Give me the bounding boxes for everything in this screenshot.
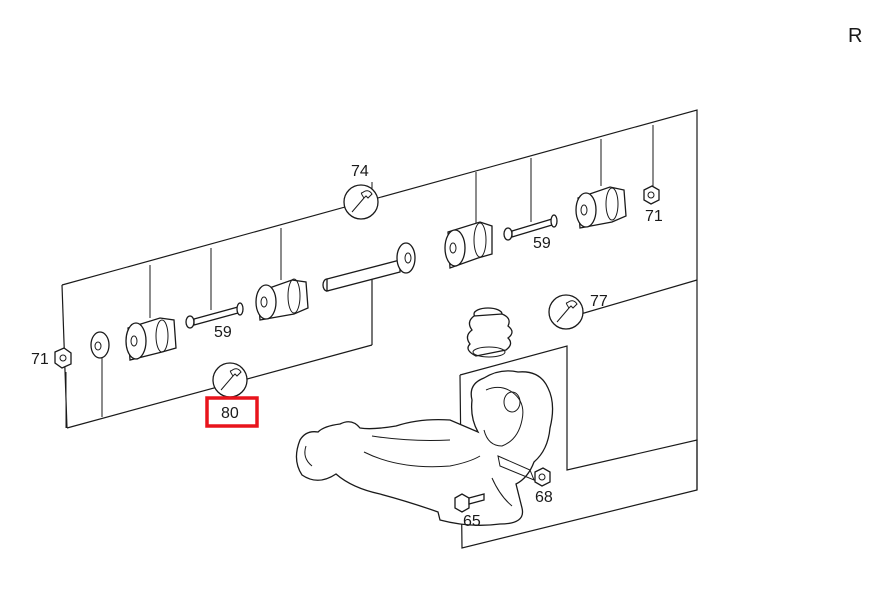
callout-80[interactable]: 80 (221, 405, 239, 422)
control-arm (295, 370, 554, 526)
lower-frame (459, 345, 698, 549)
bolt-59-top (503, 214, 558, 241)
torque-wrench-icon-80 (212, 362, 248, 398)
bushing-right (575, 186, 627, 229)
bolt-65 (454, 493, 485, 513)
bushing-right-centre (444, 221, 493, 269)
torque-wrench-icon-77 (548, 294, 584, 330)
shaft-sleeve (322, 242, 416, 292)
callout-59-left[interactable]: 59 (214, 324, 232, 341)
bushing-left (125, 317, 177, 361)
callout-59-top[interactable]: 59 (533, 235, 551, 252)
callout-68[interactable]: 68 (535, 489, 553, 506)
callout-77[interactable]: 77 (590, 293, 608, 310)
dust-boot (466, 307, 513, 358)
frame-right-link (566, 279, 698, 319)
upper-frame (61, 109, 698, 490)
torque-wrench-icon-74 (343, 184, 379, 220)
nut-71-left (54, 347, 72, 369)
corner-letter: R (848, 25, 862, 47)
bushing-centre (255, 278, 309, 321)
callout-65[interactable]: 65 (463, 513, 481, 530)
highlight-box-80 (205, 396, 259, 428)
callout-74[interactable]: 74 (351, 163, 369, 180)
callout-71-top[interactable]: 71 (645, 208, 663, 225)
nut-71-top (643, 185, 660, 205)
washer (90, 331, 110, 359)
bolt-59-left (185, 302, 244, 329)
callout-71-left[interactable]: 71 (31, 351, 49, 368)
nut-68 (534, 467, 551, 487)
